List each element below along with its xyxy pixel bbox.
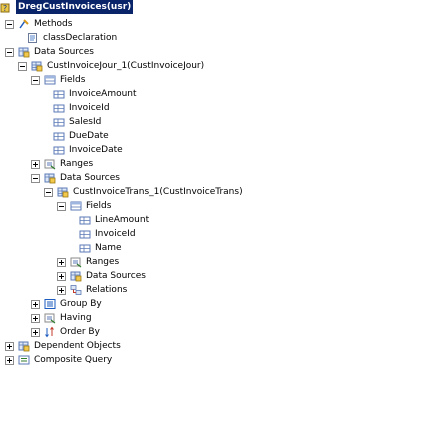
- query-icon: ?: [0, 3, 10, 13]
- tree-node-ds-invoice-jour[interactable]: CustInvoiceJour_1(CustInvoiceJour): [18, 59, 204, 73]
- tree-node-data-sources-3[interactable]: Data Sources: [57, 269, 146, 283]
- expand-toggle[interactable]: [5, 355, 14, 365]
- data-sources-icon: [44, 173, 56, 184]
- having-label: Having: [60, 313, 92, 323]
- tree-node-field-line-amount[interactable]: LineAmount: [79, 213, 149, 227]
- tree-node-ranges[interactable]: Ranges: [31, 157, 93, 171]
- having-icon: [44, 313, 56, 324]
- tree-node-composite-query[interactable]: Composite Query: [5, 353, 112, 367]
- tree-node-field-name[interactable]: Name: [79, 241, 122, 255]
- tree-node-group-by[interactable]: Group By: [31, 297, 102, 311]
- tree-node-data-sources-2[interactable]: Data Sources: [31, 171, 120, 185]
- methods-label: Methods: [34, 19, 73, 29]
- data-sources-icon: [70, 271, 82, 282]
- root-label: DregCustInvoices(usr): [16, 0, 134, 14]
- composite-query-label: Composite Query: [34, 355, 113, 365]
- tree-node-methods[interactable]: Methods: [5, 17, 72, 31]
- expand-toggle[interactable]: [57, 257, 66, 267]
- group-by-label: Group By: [60, 299, 102, 309]
- ranges-label: Ranges: [60, 159, 94, 169]
- collapse-toggle[interactable]: [44, 187, 53, 197]
- data-sources-label: Data Sources: [60, 173, 120, 183]
- tree-node-ranges-2[interactable]: Ranges: [57, 255, 119, 269]
- tree-node-field-sales-id[interactable]: SalesId: [53, 115, 101, 129]
- method-icon: [28, 33, 37, 43]
- tree-node-relations[interactable]: Relations: [57, 283, 127, 297]
- dependent-objects-label: Dependent Objects: [34, 341, 121, 351]
- tree-node-having[interactable]: Having: [31, 311, 92, 325]
- expand-toggle[interactable]: [57, 271, 66, 281]
- field-label: InvoiceId: [69, 103, 110, 113]
- relations-icon: [70, 285, 82, 295]
- expand-toggle[interactable]: [31, 299, 40, 309]
- field-label: DueDate: [69, 131, 109, 141]
- table-icon: [31, 61, 43, 72]
- tree-node-data-sources[interactable]: Data Sources: [5, 45, 94, 59]
- tree-node-ds-invoice-trans[interactable]: CustInvoiceTrans_1(CustInvoiceTrans): [44, 185, 243, 199]
- tree-node-order-by[interactable]: Order By: [31, 325, 100, 339]
- field-icon: [79, 244, 91, 253]
- field-label: Name: [95, 243, 122, 253]
- ranges-icon: [70, 257, 82, 268]
- field-label: SalesId: [69, 117, 102, 127]
- table-icon: [57, 187, 69, 198]
- methods-icon: [19, 19, 29, 29]
- collapse-toggle[interactable]: [57, 201, 66, 211]
- field-icon: [79, 216, 91, 225]
- field-icon: [53, 118, 65, 127]
- expand-toggle[interactable]: [31, 327, 40, 337]
- tree-node-fields-2[interactable]: Fields: [57, 199, 111, 213]
- tree-node-root[interactable]: ? DregCustInvoices(usr): [0, 0, 134, 14]
- class-declaration-label: classDeclaration: [43, 33, 118, 43]
- collapse-toggle[interactable]: [5, 47, 14, 57]
- fields-label: Fields: [60, 75, 86, 85]
- group-by-icon: [44, 299, 56, 309]
- dependent-objects-icon: [18, 341, 30, 352]
- tree-node-field-invoice-amount[interactable]: InvoiceAmount: [53, 87, 137, 101]
- field-icon: [79, 230, 91, 239]
- order-by-icon: [45, 326, 54, 338]
- ds-invoice-trans-label: CustInvoiceTrans_1(CustInvoiceTrans): [73, 187, 243, 197]
- data-sources-label: Data Sources: [86, 271, 146, 281]
- fields-icon: [44, 75, 56, 85]
- tree-node-field-invoice-id[interactable]: InvoiceId: [53, 101, 110, 115]
- expand-toggle[interactable]: [31, 159, 40, 169]
- collapse-toggle[interactable]: [18, 61, 27, 71]
- fields-label: Fields: [86, 201, 112, 211]
- expand-toggle[interactable]: [5, 341, 14, 351]
- data-sources-label: Data Sources: [34, 47, 94, 57]
- tree-node-dependent-objects[interactable]: Dependent Objects: [5, 339, 121, 353]
- ds-invoice-jour-label: CustInvoiceJour_1(CustInvoiceJour): [47, 61, 205, 71]
- tree-node-class-declaration[interactable]: classDeclaration: [27, 31, 117, 45]
- collapse-toggle[interactable]: [31, 173, 40, 183]
- tree-node-fields[interactable]: Fields: [31, 73, 85, 87]
- ranges-icon: [44, 159, 56, 170]
- expand-toggle[interactable]: [57, 285, 66, 295]
- tree-node-field-due-date[interactable]: DueDate: [53, 129, 109, 143]
- field-icon: [53, 90, 65, 99]
- svg-text:?: ?: [3, 4, 7, 13]
- composite-query-icon: [18, 355, 30, 365]
- tree-node-field-invoice-date[interactable]: InvoiceDate: [53, 143, 123, 157]
- field-icon: [53, 104, 65, 113]
- data-sources-icon: [18, 47, 30, 58]
- order-by-label: Order By: [60, 327, 100, 337]
- tree-node-field-invoice-id-2[interactable]: InvoiceId: [79, 227, 136, 241]
- field-label: InvoiceDate: [69, 145, 123, 155]
- fields-icon: [70, 201, 82, 211]
- field-icon: [53, 132, 65, 141]
- field-label: LineAmount: [95, 215, 150, 225]
- relations-label: Relations: [86, 285, 128, 295]
- field-label: InvoiceId: [95, 229, 136, 239]
- expand-toggle[interactable]: [31, 313, 40, 323]
- field-icon: [53, 146, 65, 155]
- ranges-label: Ranges: [86, 257, 120, 267]
- collapse-toggle[interactable]: [5, 19, 14, 29]
- field-label: InvoiceAmount: [69, 89, 137, 99]
- collapse-toggle[interactable]: [31, 75, 40, 85]
